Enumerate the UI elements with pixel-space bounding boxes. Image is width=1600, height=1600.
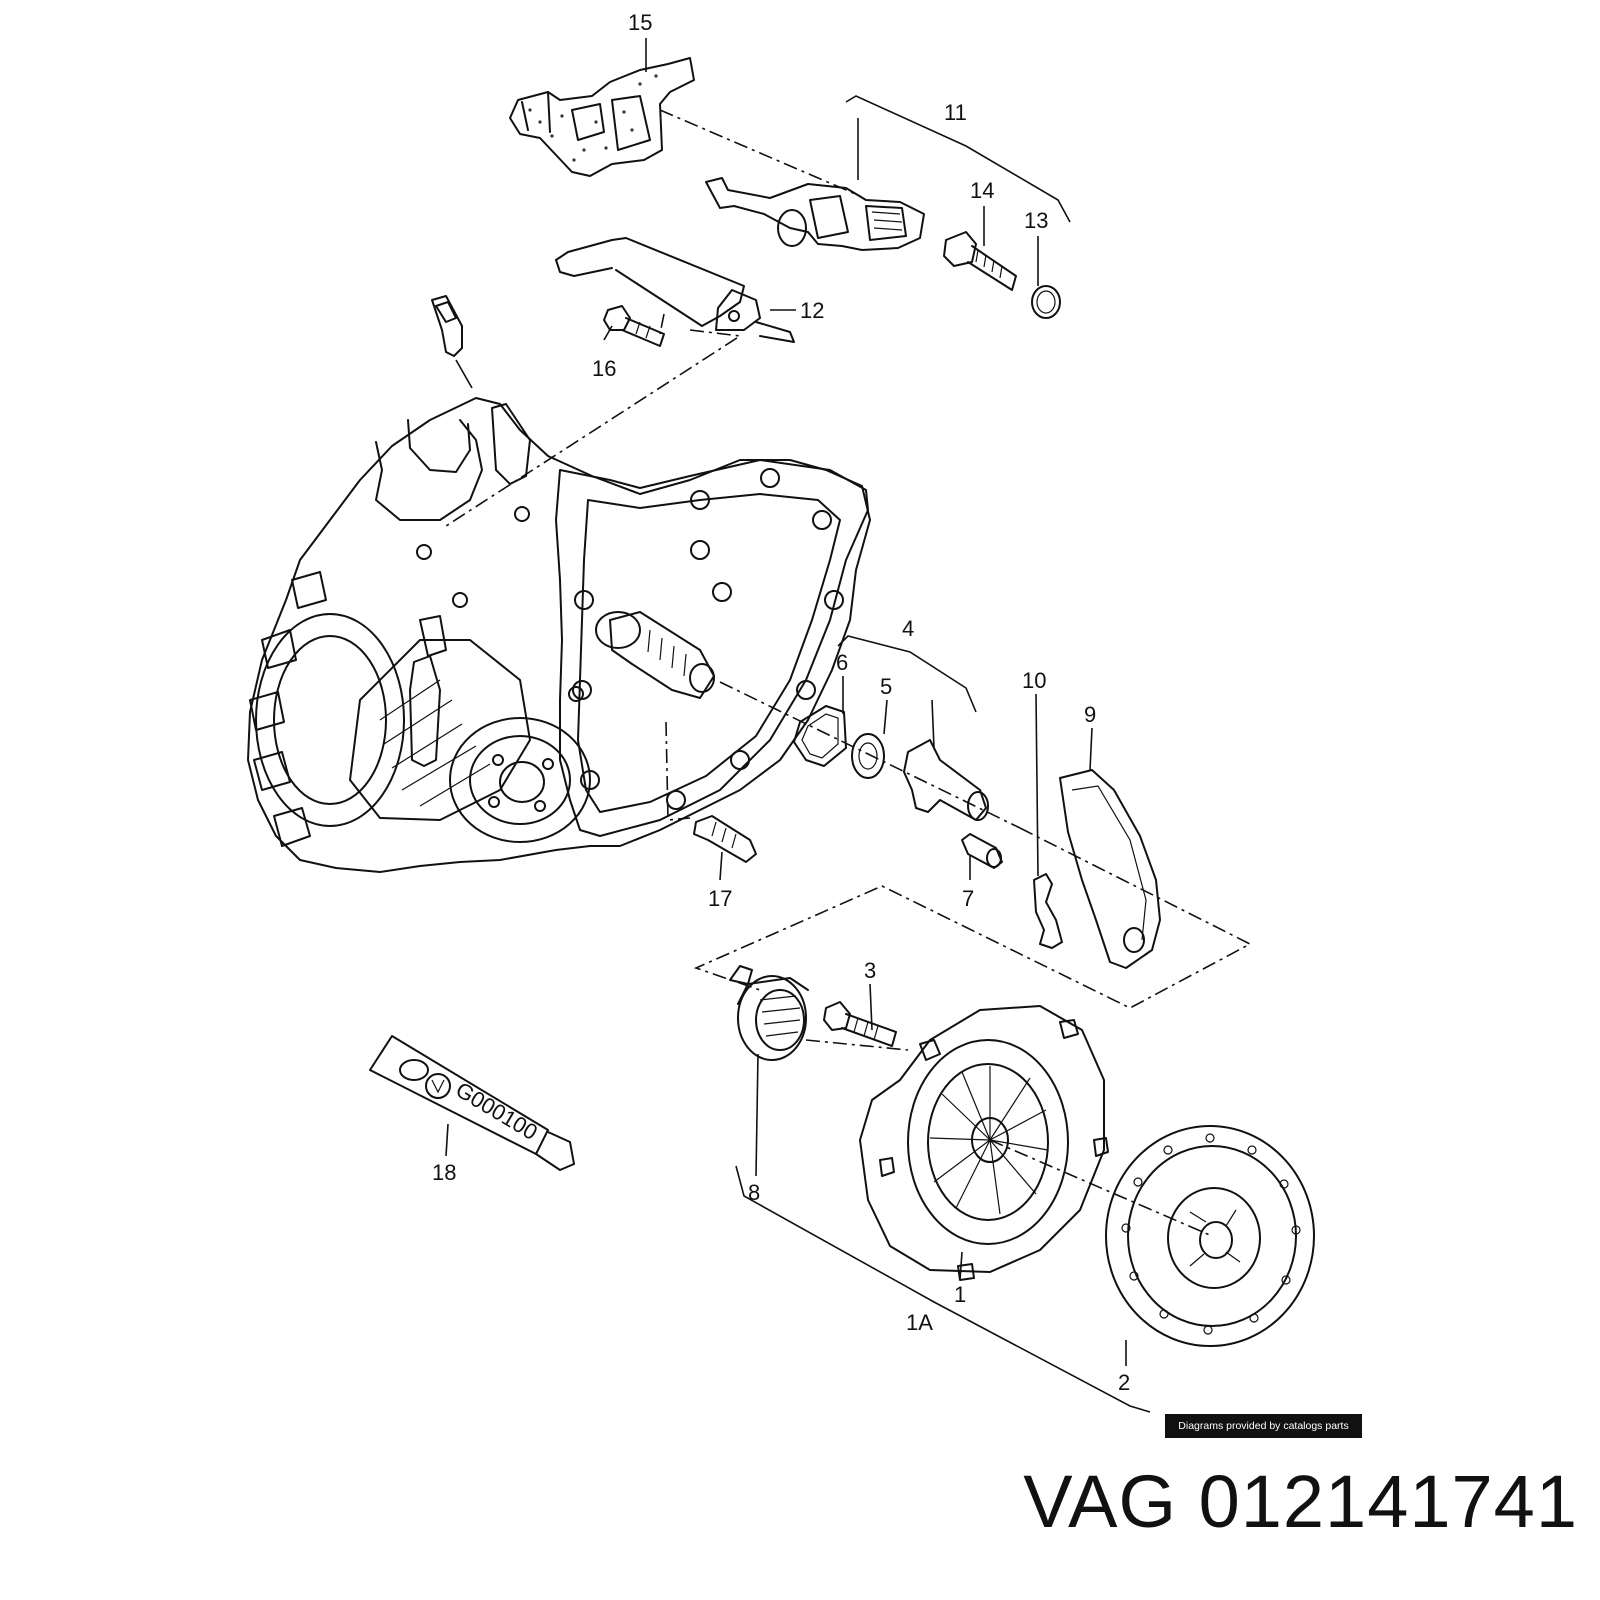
- part-3-bolt: [823, 1001, 897, 1047]
- callout-6: 6: [836, 650, 848, 675]
- callout-7: 7: [962, 886, 974, 911]
- sensor-plug: [431, 295, 463, 357]
- callout-15: 15: [628, 10, 652, 35]
- part-18-grease-tube: [369, 1035, 575, 1171]
- callout-2: 2: [1118, 1370, 1130, 1395]
- callout-9: 9: [1084, 702, 1096, 727]
- part-11-release-lever: [705, 177, 925, 251]
- part-13-circlip: [1031, 285, 1061, 319]
- part-4-guide-sleeve: [903, 739, 989, 821]
- callout-labels: 15 11 14 13 12 16 4 6 5 10 9 17 7 3 18 8…: [432, 10, 1130, 1395]
- brand-name: VAG: [1023, 1460, 1178, 1543]
- callout-1: 1: [954, 1282, 966, 1307]
- part-14-bolt: [943, 231, 1017, 291]
- callout-14: 14: [970, 178, 994, 203]
- group-brackets: [735, 95, 1151, 1413]
- part-17-switch: [693, 815, 757, 863]
- leader-lines: [445, 38, 1127, 1366]
- callout-18: 18: [432, 1160, 456, 1185]
- assembly-lines: [445, 109, 1252, 1237]
- callout-16: 16: [592, 356, 616, 381]
- callout-5: 5: [880, 674, 892, 699]
- part-15-bracket-assembly: [509, 57, 695, 177]
- callout-12: 12: [800, 298, 824, 323]
- part-9-plate: [1059, 769, 1161, 969]
- part-7-bolt: [961, 833, 1003, 869]
- callout-17: 17: [708, 886, 732, 911]
- callout-11: 11: [944, 100, 967, 125]
- gearbox-housing: [247, 397, 871, 873]
- part-12-slave-cylinder: [555, 237, 795, 343]
- callout-10: 10: [1022, 668, 1046, 693]
- part-5-seal: [851, 733, 885, 779]
- callout-4: 4: [902, 616, 914, 641]
- callout-1a: 1A: [906, 1310, 933, 1335]
- part-6-gasket: [793, 705, 847, 767]
- part-1-pressure-plate: [859, 1005, 1109, 1281]
- diagram-credit-bar: Diagrams provided by catalogs parts: [1165, 1414, 1362, 1438]
- part-16-bolt: [603, 305, 665, 347]
- part-2-clutch-disc: [1105, 1125, 1315, 1347]
- part-number-heading: VAG 012141741: [1023, 1459, 1578, 1544]
- callout-3: 3: [864, 958, 876, 983]
- callout-8: 8: [748, 1180, 760, 1205]
- callout-13: 13: [1024, 208, 1048, 233]
- part-10-clip: [1033, 873, 1063, 949]
- part-number: 012141741: [1198, 1460, 1578, 1543]
- part-8-release-bearing: [729, 965, 809, 1061]
